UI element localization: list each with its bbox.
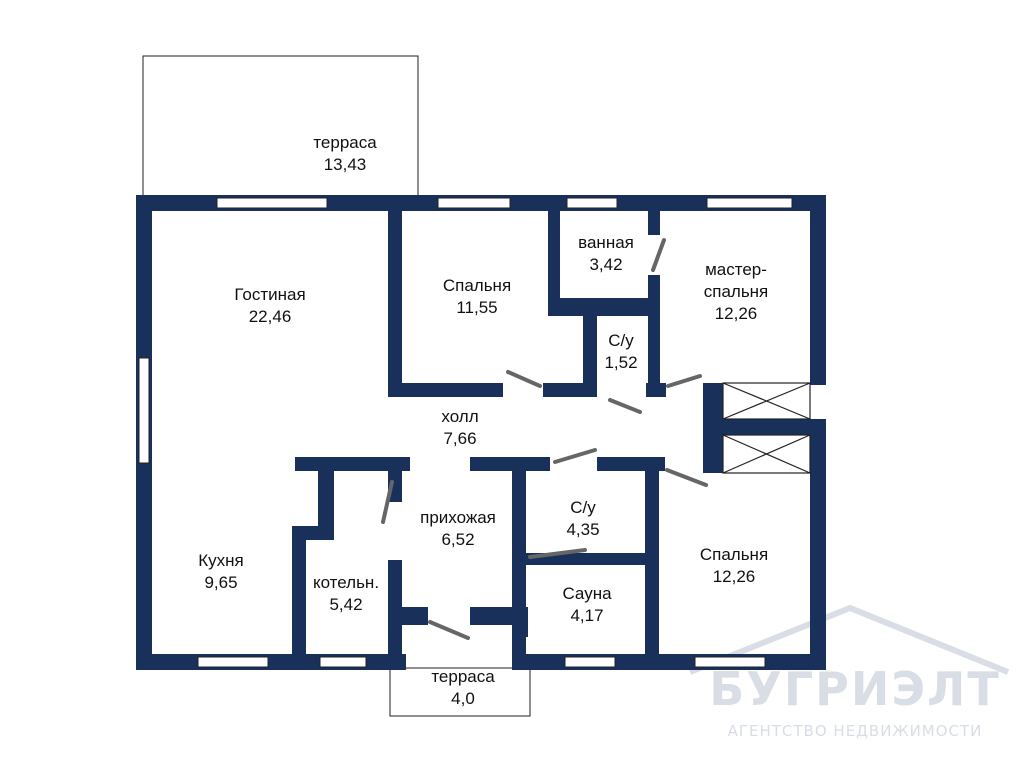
room-label-boiler: котельн.5,42 [312, 573, 380, 614]
watermark-subtitle: АГЕНТСТВО НЕДВИЖИМОСТИ [727, 722, 983, 740]
doors [381, 238, 708, 640]
terrace-top-outline [142, 55, 419, 197]
watermark-roof [688, 604, 1010, 675]
vent-shafts [722, 382, 811, 474]
windows [138, 197, 793, 668]
watermark-name: БУГРИЭЛТ [709, 662, 1001, 716]
terrace-bottom-outline [389, 667, 531, 717]
